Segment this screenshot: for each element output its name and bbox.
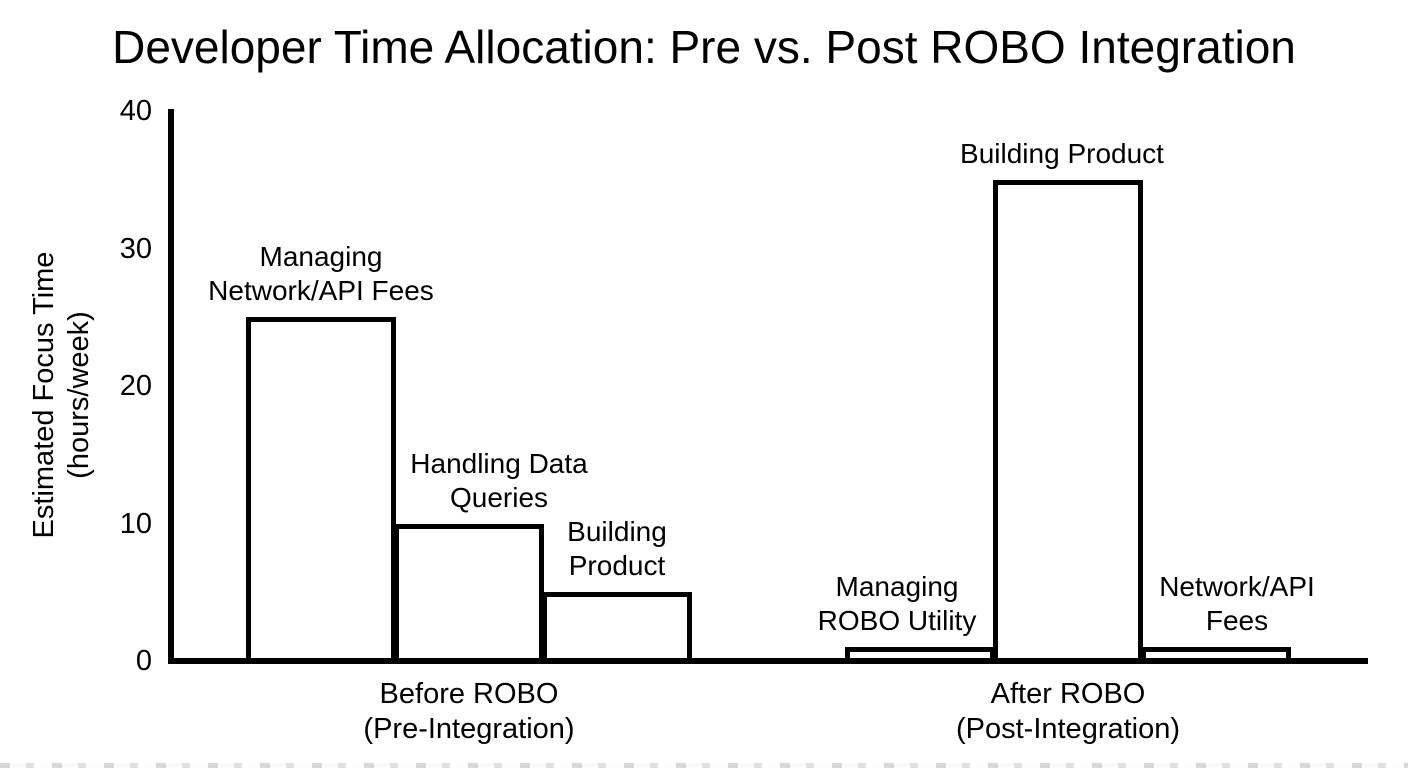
chart-title: Developer Time Allocation: Pre vs. Post …	[112, 21, 1296, 73]
bar-label: Building Product	[960, 137, 1164, 169]
cropped-text-artifact	[0, 763, 1408, 768]
bar	[246, 317, 396, 664]
y-tick-label: 30	[119, 232, 152, 265]
y-tick-label: 40	[119, 95, 152, 127]
bar-label: Managing ROBO Utility	[817, 571, 977, 637]
x-group-label-after: After ROBO (Post-Integration)	[955, 678, 1181, 745]
y-tick-label: 0	[135, 645, 152, 677]
bar-label: Network/API Fees	[1159, 571, 1315, 637]
y-tick-label: 10	[119, 507, 152, 540]
x-axis-line	[168, 658, 1368, 664]
x-group-label-before: Before ROBO (Pre-Integration)	[363, 678, 575, 745]
bar	[993, 179, 1143, 664]
bar-label: Handling Data Queries	[410, 447, 588, 513]
y-axis-line	[168, 109, 174, 664]
y-tick-label: 20	[119, 370, 152, 402]
bar	[394, 523, 544, 664]
bar	[542, 592, 692, 664]
bar-label: Building Product	[567, 516, 667, 582]
bar-label: Managing Network/API Fees	[208, 241, 434, 307]
